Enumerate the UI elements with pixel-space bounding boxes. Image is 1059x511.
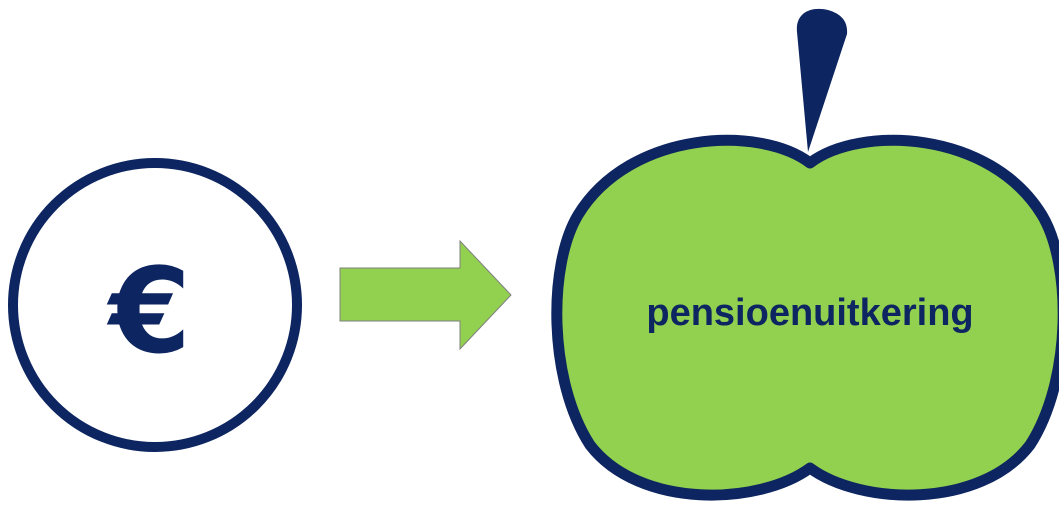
apple-stem-icon — [796, 8, 848, 153]
apple-icon — [551, 134, 1059, 501]
euro-coin: € — [8, 158, 302, 452]
apple-label: pensioenuitkering — [646, 292, 973, 334]
euro-coin-icon — [8, 158, 302, 452]
arrow-right-icon — [339, 239, 512, 351]
euro-symbol: € — [106, 242, 191, 380]
apple: pensioenuitkering — [551, 8, 1059, 501]
